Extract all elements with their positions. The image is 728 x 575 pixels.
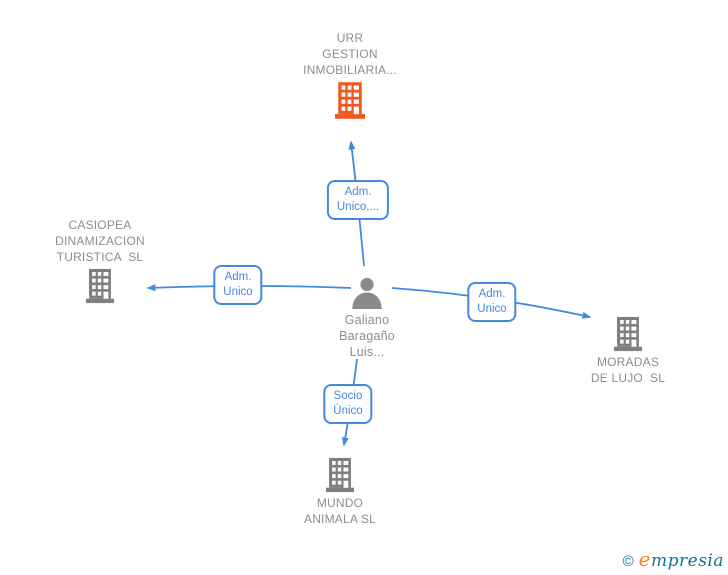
company-name-line: TURISTICA SL [56, 250, 144, 264]
relation-label-line: Unico [223, 286, 253, 298]
building-icon-gray [326, 457, 354, 493]
company-name-moradas: MORADAS DE LUJO SL [591, 354, 665, 386]
company-name-line: GESTION [322, 47, 378, 61]
relation-label-line: Socio [333, 390, 363, 402]
person-node-galiano[interactable]: Galiano Baragaño Luis... [282, 276, 452, 360]
building-icon-orange [335, 82, 365, 119]
brand-rest: mpresia [651, 551, 724, 571]
company-name-line: CASIOPEA [68, 218, 132, 232]
company-name-urr: URR GESTION INMOBILIARIA... [303, 30, 397, 78]
building-icon-gray [614, 316, 642, 352]
company-name-line: MUNDO [316, 496, 364, 510]
empresia-brand-logo[interactable]: © empresia [623, 547, 724, 571]
relation-badge-adm-unico-moradas[interactable]: Adm. Unico [467, 282, 517, 322]
relation-label-line: Adm. [224, 271, 252, 283]
company-node-urr[interactable]: URR GESTION INMOBILIARIA... [265, 30, 435, 120]
relation-badge-adm-unico-casiopea[interactable]: Adm. Unico [213, 265, 263, 305]
company-name-casiopea: CASIOPEA DINAMIZACION TURISTICA SL [55, 217, 145, 265]
company-name-line: DE LUJO SL [590, 371, 666, 385]
company-node-moradas[interactable]: MORADAS DE LUJO SL [543, 316, 713, 386]
company-name-line: URR [336, 31, 364, 45]
building-icon-gray [86, 268, 114, 304]
company-name-line: DINAMIZACION [55, 234, 145, 248]
person-name-line: Luis... [349, 345, 385, 359]
company-name-line: ANIMALA SL [303, 512, 377, 526]
person-name: Galiano Baragaño Luis... [339, 312, 395, 360]
relation-label-line: Unico [477, 303, 507, 315]
relation-label-line: Adm. [478, 288, 506, 300]
company-node-casiopea[interactable]: CASIOPEA DINAMIZACION TURISTICA SL [15, 217, 185, 304]
relation-label-line: Adm. [344, 186, 372, 198]
company-name-mundo: MUNDO ANIMALA SL [304, 495, 376, 527]
person-icon [352, 277, 382, 310]
brand-name: empresia [639, 547, 724, 571]
company-name-line: MORADAS [596, 355, 660, 369]
company-name-line: INMOBILIARIA... [303, 63, 397, 77]
relation-label-line: Unico,... [336, 201, 380, 213]
relation-label-line: Único [333, 405, 363, 417]
brand-initial: e [638, 547, 651, 571]
relation-badge-socio-unico-mundo[interactable]: Socio Único [323, 384, 373, 424]
company-node-mundo[interactable]: MUNDO ANIMALA SL [255, 457, 425, 527]
person-name-line: Galiano [344, 313, 390, 327]
copyright-symbol: © [622, 553, 634, 570]
relation-badge-adm-unico-urr[interactable]: Adm. Unico,... [326, 180, 390, 220]
person-name-line: Baragaño [339, 329, 395, 343]
